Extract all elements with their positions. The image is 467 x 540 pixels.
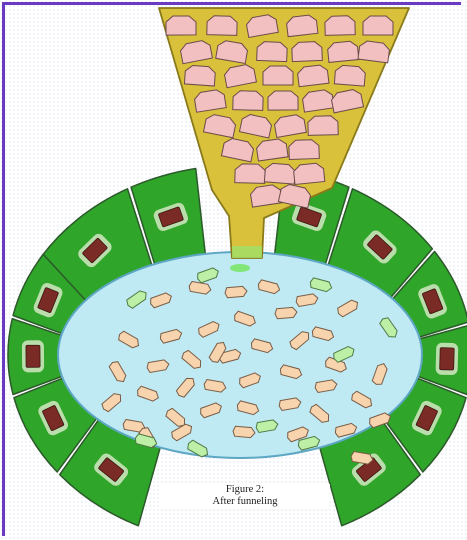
piece-shape — [225, 286, 248, 298]
scattered-piece — [275, 307, 298, 319]
brick-shape — [289, 139, 320, 159]
funnel-brick — [292, 41, 323, 61]
funnel-brick — [308, 116, 338, 136]
ring-block-glow — [22, 340, 44, 372]
brick-shape — [166, 16, 196, 35]
caption-line-2: After funneling — [160, 496, 330, 508]
brick-shape — [233, 91, 264, 111]
funnel-brick — [289, 139, 320, 159]
figure-caption: Figure 2: After funneling — [160, 484, 330, 508]
scattered-piece — [233, 426, 256, 438]
piece-shape — [233, 426, 256, 438]
caption-line-1: Figure 2: — [160, 484, 330, 496]
brick-shape — [207, 16, 238, 36]
funnel-spout-glow — [232, 246, 262, 258]
funnel-brick — [235, 164, 265, 184]
scattered-piece — [225, 286, 248, 298]
funnel-brick — [363, 16, 393, 35]
brick-shape — [257, 41, 288, 61]
funnel-brick — [207, 16, 238, 36]
brick-shape — [308, 116, 338, 136]
brick-shape — [263, 66, 293, 85]
ring-block-glow — [436, 343, 459, 376]
ring-block — [26, 345, 40, 367]
piece-shape — [275, 307, 298, 319]
funnel-brick — [233, 91, 264, 111]
brick-shape — [325, 16, 355, 36]
brick-shape — [268, 91, 298, 110]
brick-shape — [363, 16, 393, 35]
funnel-brick — [268, 91, 298, 110]
funnel-brick — [257, 41, 288, 61]
brick-shape — [235, 164, 265, 184]
funnel-brick — [166, 16, 196, 35]
funnel-brick — [263, 66, 293, 85]
ring-block — [440, 348, 455, 370]
brick-shape — [292, 41, 323, 61]
pour-splash — [230, 264, 250, 272]
funnel-brick — [325, 16, 355, 36]
